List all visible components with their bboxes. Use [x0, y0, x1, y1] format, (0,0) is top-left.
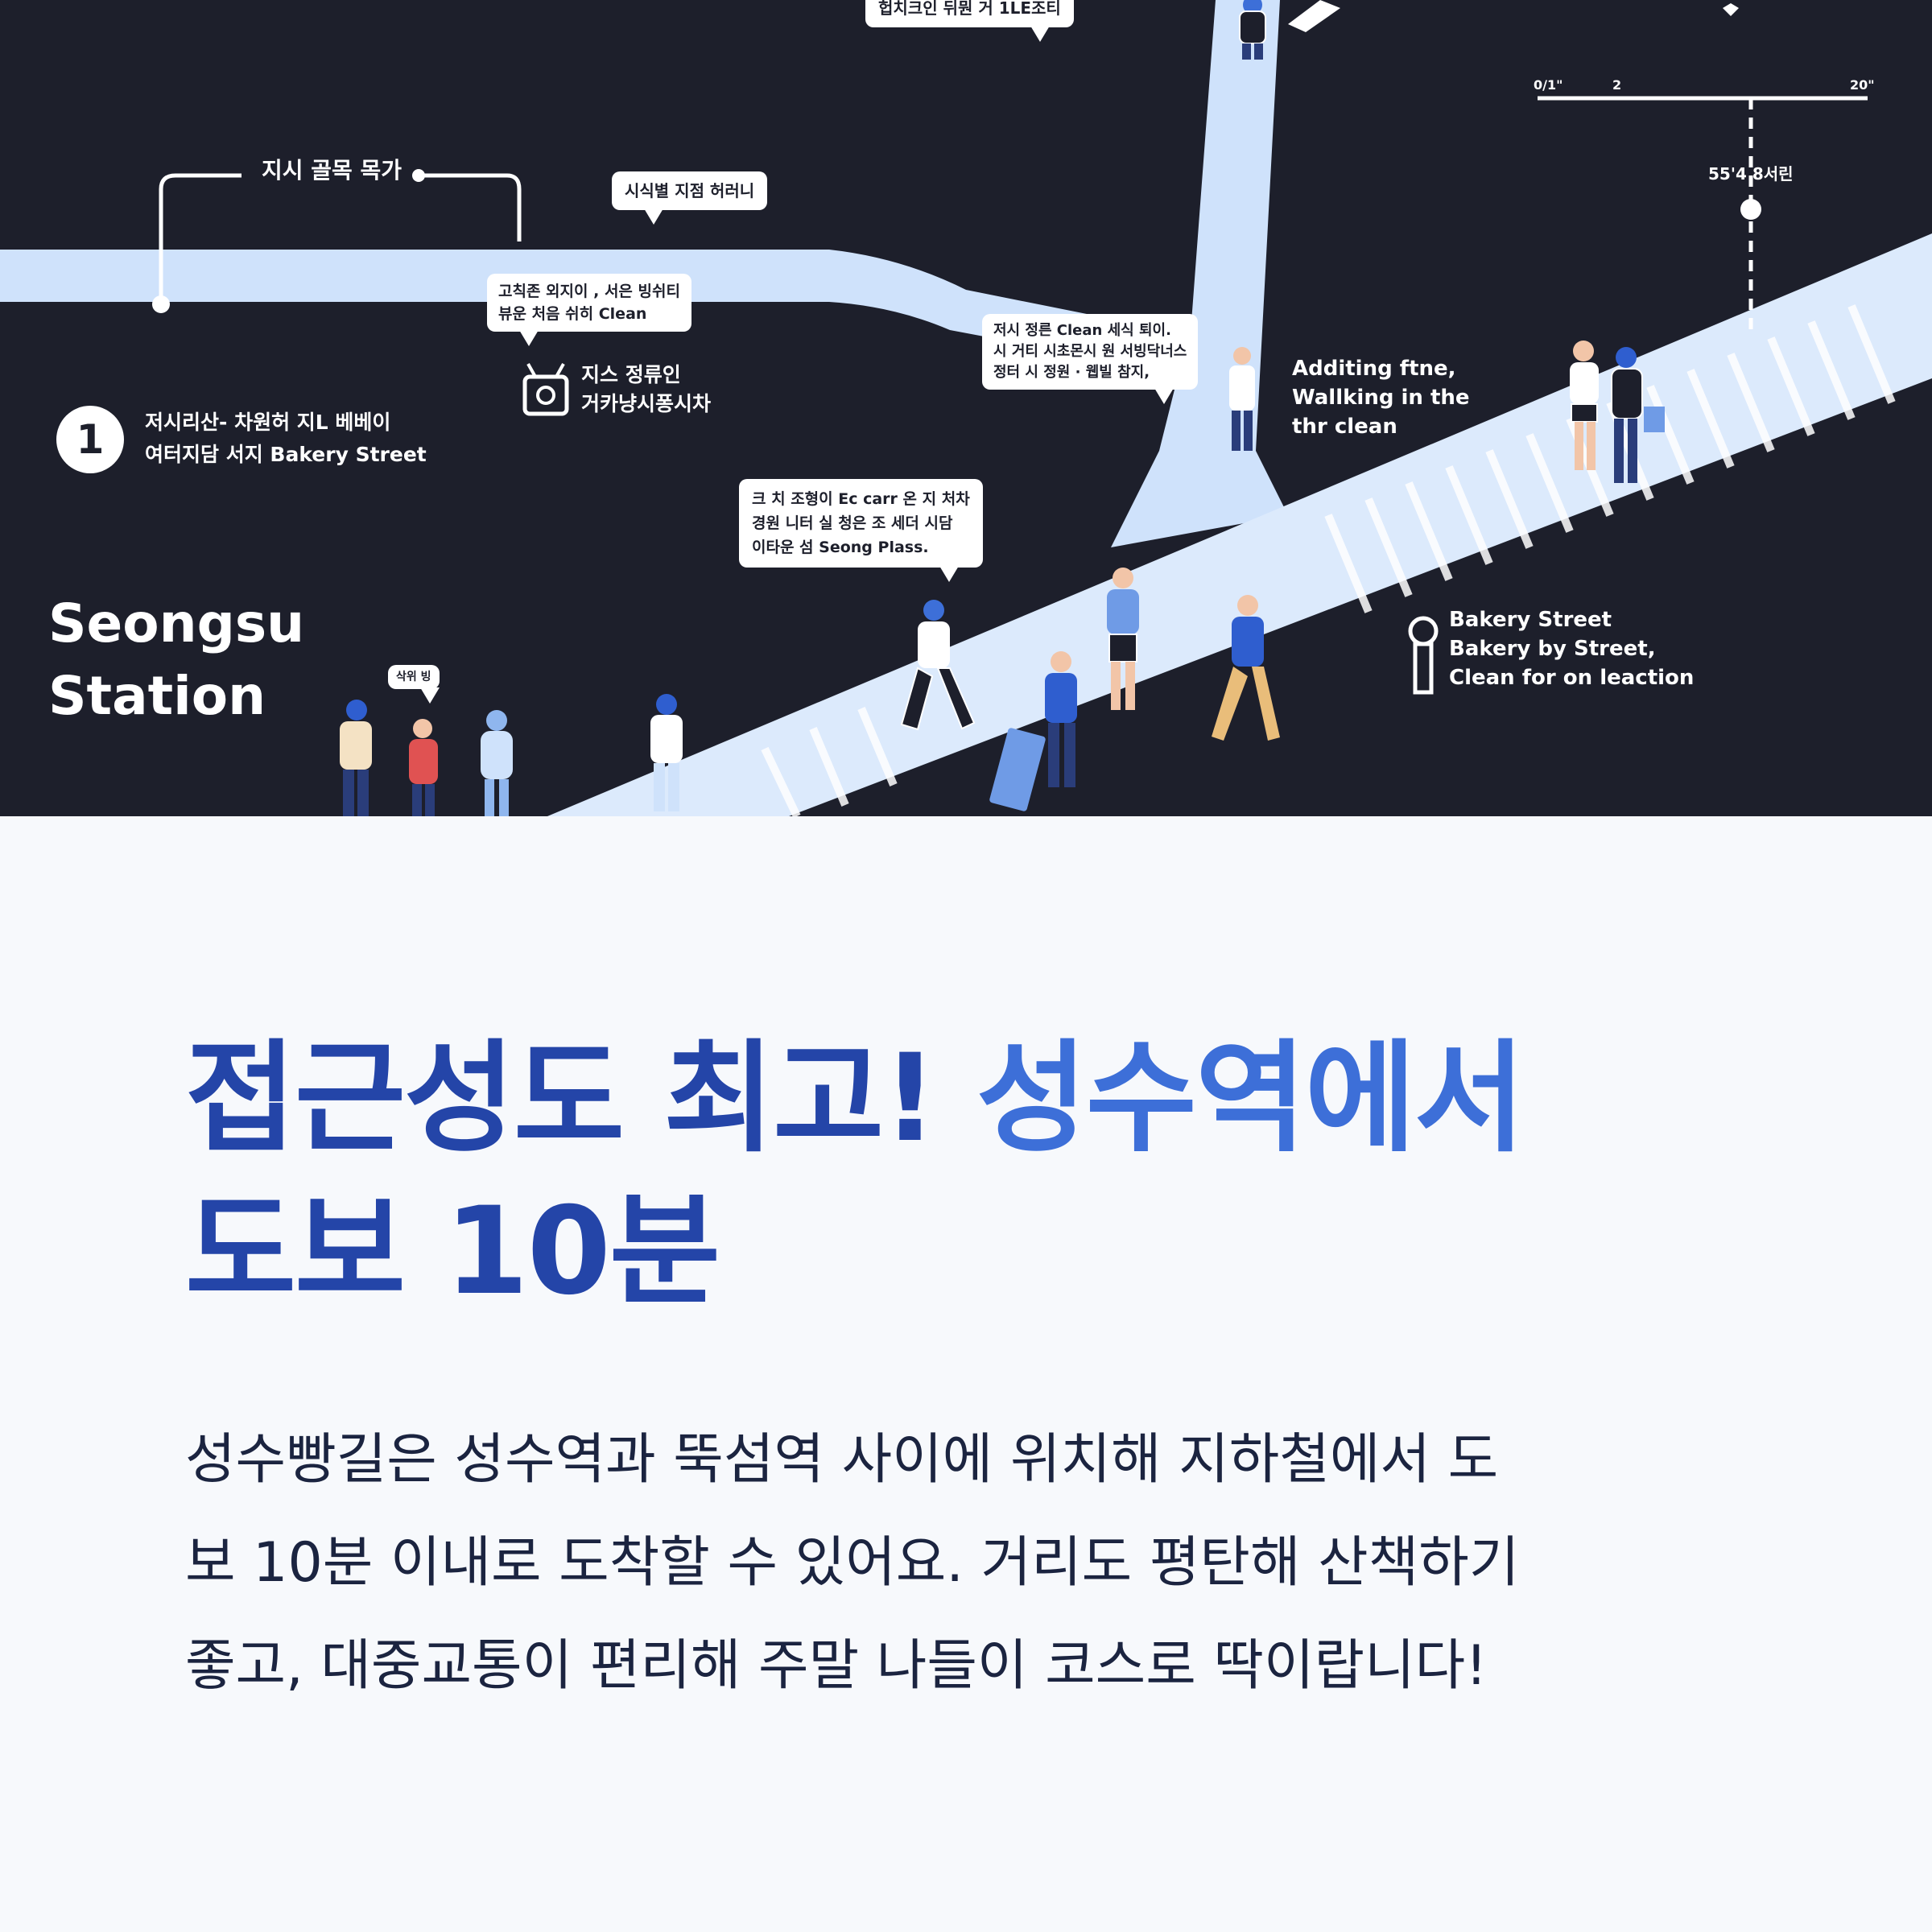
tv-caption-line: 거카냥시퐁시차	[581, 392, 712, 415]
headline-accent-text: 성수역에서	[976, 1029, 1525, 1169]
headline: 접근성도 최고! 성수역에서 도보 10분	[185, 1022, 1795, 1328]
route-label: 지시 골목 목가	[262, 157, 402, 184]
badge-caption: 저시리산- 차원허 지L 베베이 여터지담 서지 Bakery Street	[145, 407, 427, 471]
speech-bubble-clean: 고칙존 외지이 , 서은 빙쉬티 뷰운 처음 쉬히 Clean	[487, 274, 691, 346]
bubble-line: 정터 시 정원 · 웹빌 참지,	[993, 364, 1150, 381]
body-line: 보 10분 이내로 도착할 수 있어요. 거리도 평탄해 산책하기	[185, 1531, 1520, 1595]
bakery-caption-line: Clean for on leaction	[1449, 666, 1695, 690]
walking-caption: Additing ftne, Wallking in the thr clean	[1292, 354, 1470, 441]
bubble-line: 뷰운 처음 쉬히 Clean	[498, 305, 647, 323]
speech-bubble-people: 삭위 빙	[388, 665, 440, 704]
route-start-dot	[152, 295, 170, 313]
speech-bubble-small: 시식별 지점 허러니	[612, 171, 768, 225]
pedestrian-figures	[340, 0, 1665, 816]
bakery-caption-line: Bakery by Street,	[1449, 637, 1656, 661]
scale-caption: 55'4 8서린	[1708, 164, 1794, 184]
route-mid-dot	[412, 169, 425, 182]
speech-bubble-top: 헙치크인 뒤뭔 거 1LE조티	[865, 0, 1074, 42]
walking-caption-line: Wallking in the	[1292, 386, 1470, 410]
star-icon	[1715, 0, 1747, 16]
badge-caption-line: 저시리산- 차원허 지L 베베이	[145, 411, 391, 434]
road-vertical	[1111, 0, 1288, 547]
body-line: 성수빵길은 성수역과 뚝섬역 사이에 위치해 지하철에서 도	[185, 1428, 1499, 1492]
speech-bubble-middle: 크 치 조형이 Ec carr 온 지 처차 경원 니터 실 청은 조 세더 시…	[739, 479, 983, 582]
scale-label-right: 20"	[1850, 77, 1875, 93]
bakery-pin-icon	[1408, 616, 1439, 695]
scale-pin	[1740, 199, 1761, 220]
bubble-line: 크 치 조형이 Ec carr 온 지 처차	[752, 490, 970, 508]
station-exit-badge: 1	[56, 406, 124, 473]
walking-caption-line: Additing ftne,	[1292, 357, 1456, 381]
road-horizontal	[0, 250, 1208, 378]
map-illustration: 지시 골목 목가 1 저시리산- 차원허 지L 베베이 여터지담 서지 Bake…	[0, 0, 1932, 816]
headline-line-2: 도보 10분	[185, 1182, 720, 1322]
airplane-icon	[1288, 0, 1340, 32]
badge-caption-line: 여터지담 서지 Bakery Street	[145, 443, 427, 466]
map-artwork	[0, 0, 1932, 816]
station-title-line: Station	[48, 665, 266, 727]
station-title: Seongsu Station	[48, 588, 304, 733]
bakery-caption-line: Bakery Street	[1449, 608, 1612, 632]
speech-bubble-right: 저시 정른 Clean 세식 퇴이. 시 거티 시초몬시 원 서빙닥너스 정터 …	[982, 314, 1199, 404]
bubble-line: 시 거티 시초몬시 원 서빙닥너스	[993, 343, 1187, 360]
headline-text: 접근성도 최고!	[185, 1029, 976, 1169]
bubble-line: 저시 정른 Clean 세식 퇴이.	[993, 322, 1171, 339]
tv-icon	[522, 363, 569, 416]
scale-label-mid: 2	[1612, 77, 1622, 93]
station-title-line: Seongsu	[48, 592, 305, 654]
bubble-line: 고칙존 외지이 , 서은 빙쉬티	[498, 283, 680, 300]
bakery-caption: Bakery Street Bakery by Street, Clean fo…	[1449, 605, 1694, 692]
headline-line-1: 접근성도 최고! 성수역에서	[185, 1022, 1795, 1175]
body-line: 좋고, 대중교통이 편리해 주말 나들이 코스로 딱이랍니다!	[185, 1634, 1488, 1698]
walking-caption-line: thr clean	[1292, 415, 1397, 439]
tv-caption-line: 지스 정류인	[581, 363, 681, 386]
scale-label-left: 0/1"	[1534, 77, 1563, 93]
tv-caption: 지스 정류인 거카냥시퐁시차	[581, 361, 711, 419]
route-line-left	[159, 173, 242, 302]
bubble-line: 경원 니터 실 청은 조 세더 시담	[752, 514, 953, 532]
bubble-line: 이타운 섬 Seong Plass.	[752, 539, 929, 556]
route-line-right	[419, 173, 522, 242]
body-paragraph: 성수빵길은 성수역과 뚝섬역 사이에 위치해 지하철에서 도 보 10분 이내로…	[185, 1409, 1779, 1718]
